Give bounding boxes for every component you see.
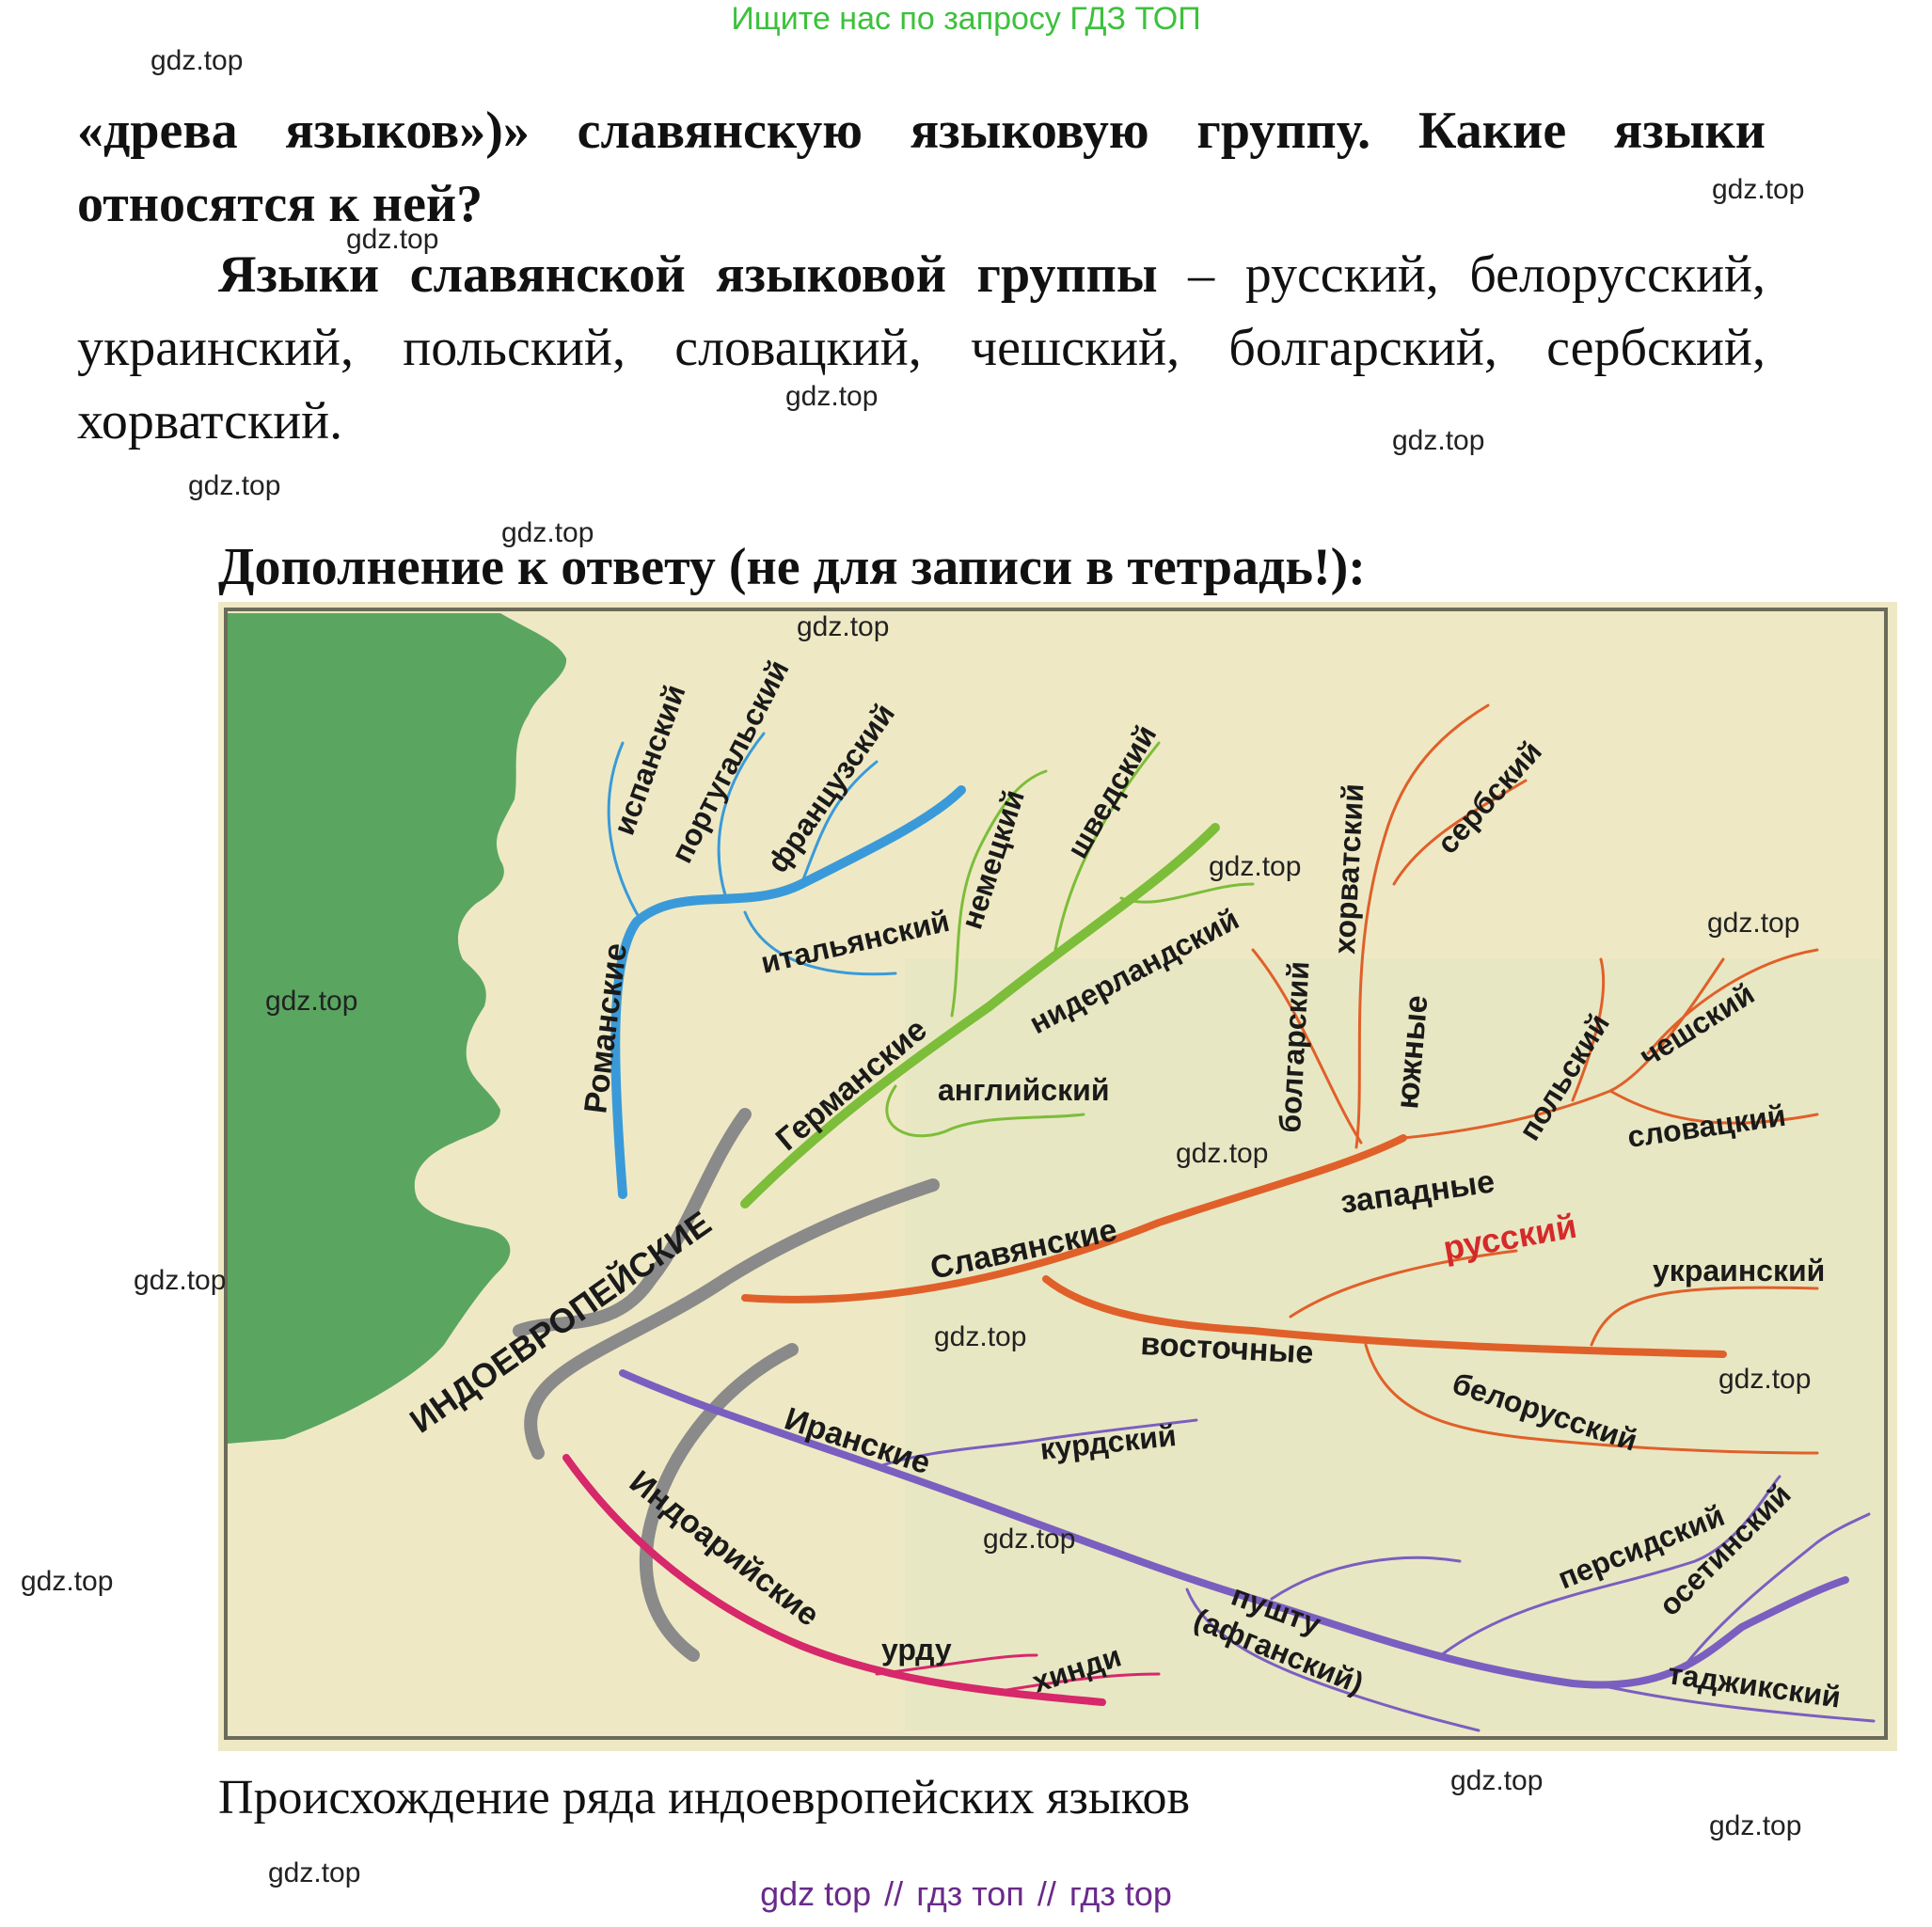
- watermark: gdz.top: [265, 986, 358, 1017]
- slavic-west-branch-polish: [1571, 957, 1606, 1102]
- slavic-east-branch-belarusian: [1364, 1343, 1819, 1455]
- figure-caption: Происхождение ряда индоевропейских языко…: [218, 1771, 1191, 1824]
- trunk-bottom-curve: [639, 1343, 799, 1662]
- indoaryan-branch-hindi: [988, 1672, 1161, 1695]
- watermark: gdz.top: [1209, 851, 1302, 882]
- label-urdu: урду: [881, 1633, 952, 1666]
- slavic-south-branch-c: [1392, 779, 1528, 886]
- answer-bold: Языки славянской языковой группы: [218, 245, 1158, 304]
- watermark: gdz.top: [501, 517, 594, 548]
- iranian-branch-tajik: [1590, 1682, 1876, 1723]
- answer-rest: – русский, белорусский, украинский, поль…: [77, 245, 1766, 450]
- watermark: gdz.top: [1709, 1810, 1802, 1841]
- watermark: gdz.top: [1718, 1364, 1812, 1395]
- supplement-heading: Дополнение к ответу (не для записи в тет…: [218, 538, 1366, 596]
- iranian-branch-ossetian: [1684, 1512, 1871, 1666]
- trunk-branch: [513, 1108, 752, 1337]
- watermark: gdz.top: [1176, 1138, 1269, 1169]
- watermark: gdz.top: [1392, 425, 1485, 456]
- iranian-branch-kurdish: [875, 1418, 1198, 1469]
- footer: gdz top // гдз топ // гдз top: [0, 1873, 1932, 1915]
- footer-link-3[interactable]: гдз top: [1069, 1874, 1172, 1913]
- footer-separator: //: [884, 1874, 904, 1913]
- romance-branch-portuguese: [717, 732, 766, 900]
- romance-branch-french: [800, 760, 879, 886]
- language-tree-figure: испанский португальский французский итал…: [218, 602, 1897, 1751]
- watermark: gdz.top: [134, 1265, 227, 1296]
- iranian-branch-persian: [1439, 1475, 1782, 1657]
- trunk-lower-curve: [524, 1178, 940, 1460]
- iranian-branch-pashto: [1185, 1587, 1481, 1732]
- slavic-west-branch-czech: [1646, 948, 1819, 1055]
- watermark: gdz.top: [1707, 908, 1800, 939]
- watermark: gdz.top: [785, 381, 879, 412]
- figure-border: [224, 608, 1888, 1740]
- slavic-east-branch: [1042, 1275, 1727, 1358]
- watermark: gdz.top: [1712, 174, 1805, 205]
- slavic-east-branch-ukrainian: [1590, 1286, 1819, 1347]
- romance-branch-spanish: [607, 741, 643, 924]
- label-ukrainian: украинский: [1653, 1254, 1825, 1287]
- watermark: gdz.top: [934, 1321, 1027, 1352]
- watermark: gdz.top: [268, 1857, 361, 1888]
- germanic-main-branch: [740, 823, 1220, 1208]
- germanic-branch-english: [885, 1084, 1085, 1138]
- watermark: gdz.top: [797, 611, 890, 642]
- slavic-west-branch-slovak: [1608, 1089, 1819, 1125]
- footer-separator: //: [1037, 1874, 1056, 1913]
- watermark: gdz.top: [983, 1524, 1076, 1555]
- question-text: «древа языков»)» славянскую языковую гру…: [77, 102, 1766, 233]
- watermark: gdz.top: [346, 224, 439, 255]
- footer-link-1[interactable]: gdz top: [760, 1874, 872, 1913]
- answer-paragraph: Языки славянской языковой группы – русск…: [77, 238, 1766, 458]
- indoaryan-branch-urdu: [875, 1653, 1038, 1676]
- iranian-main-branch: [619, 1369, 1849, 1689]
- watermark: gdz.top: [188, 470, 281, 501]
- germanic-branch-dutch: [1119, 882, 1255, 904]
- head-silhouette: [228, 613, 567, 1444]
- watermark: gdz.top: [150, 45, 244, 76]
- iranian-branch-side: [1270, 1556, 1462, 1601]
- indoaryan-main-branch: [562, 1454, 1106, 1706]
- romance-branch-italian: [743, 910, 897, 976]
- slavic-east-branch-russian: [1289, 1249, 1518, 1319]
- slavic-south-branch-a: [1251, 948, 1363, 1145]
- slavic-main-branch: [741, 1134, 1407, 1303]
- top-banner: Ищите нас по запросу ГДЗ ТОП: [731, 1, 1201, 37]
- romance-main-branch: [610, 785, 966, 1199]
- germanic-branch-german: [950, 769, 1048, 1018]
- footer-link-2[interactable]: гдз топ: [916, 1874, 1024, 1913]
- germanic-branch-swedish: [1053, 741, 1161, 952]
- slavic-south-branch-b: [1354, 703, 1490, 1149]
- watermark: gdz.top: [21, 1566, 114, 1597]
- watermark: gdz.top: [1450, 1765, 1544, 1796]
- label-english: английский: [938, 1073, 1109, 1107]
